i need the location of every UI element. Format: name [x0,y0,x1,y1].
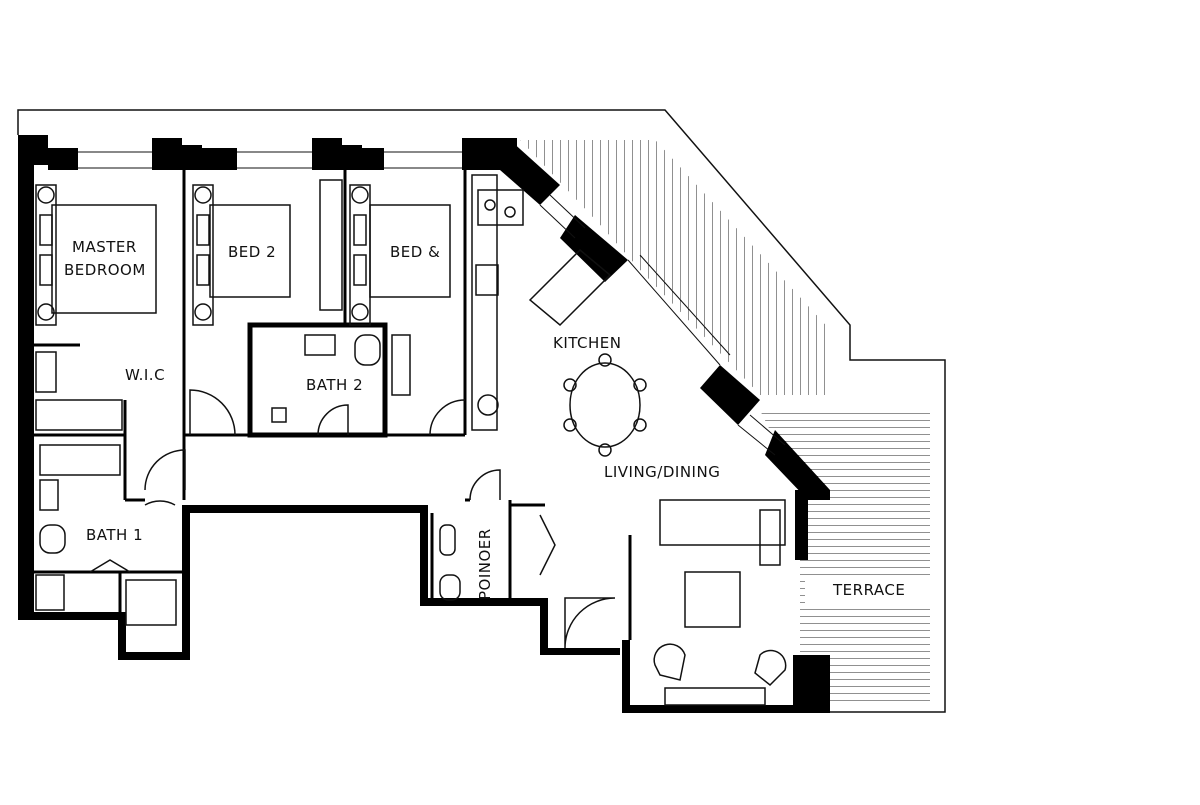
label-bed-2: BED 2 [228,243,276,261]
master-bed [51,204,157,314]
label-powder: POINOER [476,528,494,600]
label-kitchen: KITCHEN [553,334,622,352]
armchair [754,649,787,687]
site-outline [17,109,946,713]
room-labels: MASTER BEDROOM BED 2 BED & W.I.C BATH 2 … [64,238,905,600]
wic-shelf [35,399,123,431]
shower-1 [125,579,177,626]
toilet-powder [439,524,456,556]
label-living-dining: LIVING/DINING [604,463,720,481]
bed-2 [209,204,291,298]
label-wic: W.I.C [125,366,165,384]
windows [78,151,786,456]
interior-walls [34,170,632,640]
dining-table [569,362,641,448]
label-bath-1: BATH 1 [86,526,143,544]
kitchen-island [528,248,612,327]
toilet-1 [39,524,66,554]
bathtub-1 [39,444,121,476]
coffee-table [684,571,741,628]
label-terrace: TERRACE [832,581,905,599]
doors [89,389,616,649]
kitchen-counter [471,174,498,431]
sofa [659,499,786,546]
label-master-bedroom-1: MASTER [72,238,137,256]
label-bed-3: BED & [390,243,440,261]
wardrobe [319,179,343,311]
exterior-walls [18,135,830,713]
armchair [653,643,686,681]
furniture [35,174,787,706]
label-bath-2: BATH 2 [306,376,363,394]
label-master-bedroom-2: BEDROOM [64,261,146,279]
